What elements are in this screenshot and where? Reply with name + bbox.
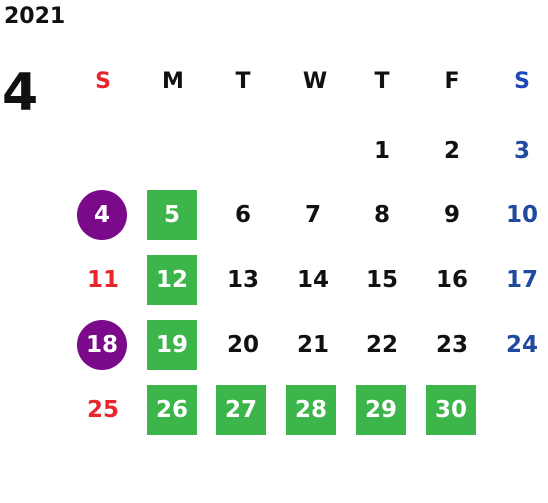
- day-cell-sunday[interactable]: 25: [86, 397, 119, 423]
- weekday-sunday: S: [95, 68, 111, 94]
- day-cell[interactable]: 2: [443, 138, 460, 164]
- day-cell-saturday[interactable]: 3: [513, 138, 530, 164]
- day-cell-highlighted[interactable]: 5: [147, 190, 197, 240]
- day-cell[interactable]: 15: [365, 267, 398, 293]
- weekday-friday: F: [444, 68, 460, 94]
- day-cell-saturday[interactable]: 24: [505, 332, 538, 358]
- day-cell[interactable]: 22: [365, 332, 398, 358]
- day-cell-holiday[interactable]: 18: [77, 320, 127, 370]
- day-cell[interactable]: 8: [373, 202, 390, 228]
- weekday-monday: M: [162, 68, 184, 94]
- day-cell-highlighted[interactable]: 19: [147, 320, 197, 370]
- day-cell-saturday[interactable]: 10: [505, 202, 538, 228]
- day-cell[interactable]: 6: [234, 202, 251, 228]
- year-label: 2021: [4, 4, 66, 29]
- day-cell-highlighted[interactable]: 30: [426, 385, 476, 435]
- day-cell[interactable]: 7: [304, 202, 321, 228]
- day-cell[interactable]: 21: [296, 332, 329, 358]
- day-cell-highlighted[interactable]: 29: [356, 385, 406, 435]
- day-cell[interactable]: 16: [435, 267, 468, 293]
- day-cell-highlighted[interactable]: 28: [286, 385, 336, 435]
- day-cell[interactable]: 14: [296, 267, 329, 293]
- weekday-wednesday: W: [302, 68, 328, 94]
- weekday-saturday: S: [514, 68, 530, 94]
- day-cell[interactable]: 13: [226, 267, 259, 293]
- day-cell-highlighted[interactable]: 27: [216, 385, 266, 435]
- day-cell[interactable]: 1: [373, 138, 390, 164]
- weekday-thursday: T: [374, 68, 390, 94]
- day-cell-holiday[interactable]: 4: [77, 190, 127, 240]
- weekday-tuesday: T: [235, 68, 251, 94]
- day-cell-sunday[interactable]: 11: [86, 267, 119, 293]
- day-cell-highlighted[interactable]: 26: [147, 385, 197, 435]
- day-cell-highlighted[interactable]: 12: [147, 255, 197, 305]
- month-label: 4: [2, 63, 39, 123]
- day-cell[interactable]: 20: [226, 332, 259, 358]
- day-cell-saturday[interactable]: 17: [505, 267, 538, 293]
- day-cell[interactable]: 23: [435, 332, 468, 358]
- day-cell[interactable]: 9: [443, 202, 460, 228]
